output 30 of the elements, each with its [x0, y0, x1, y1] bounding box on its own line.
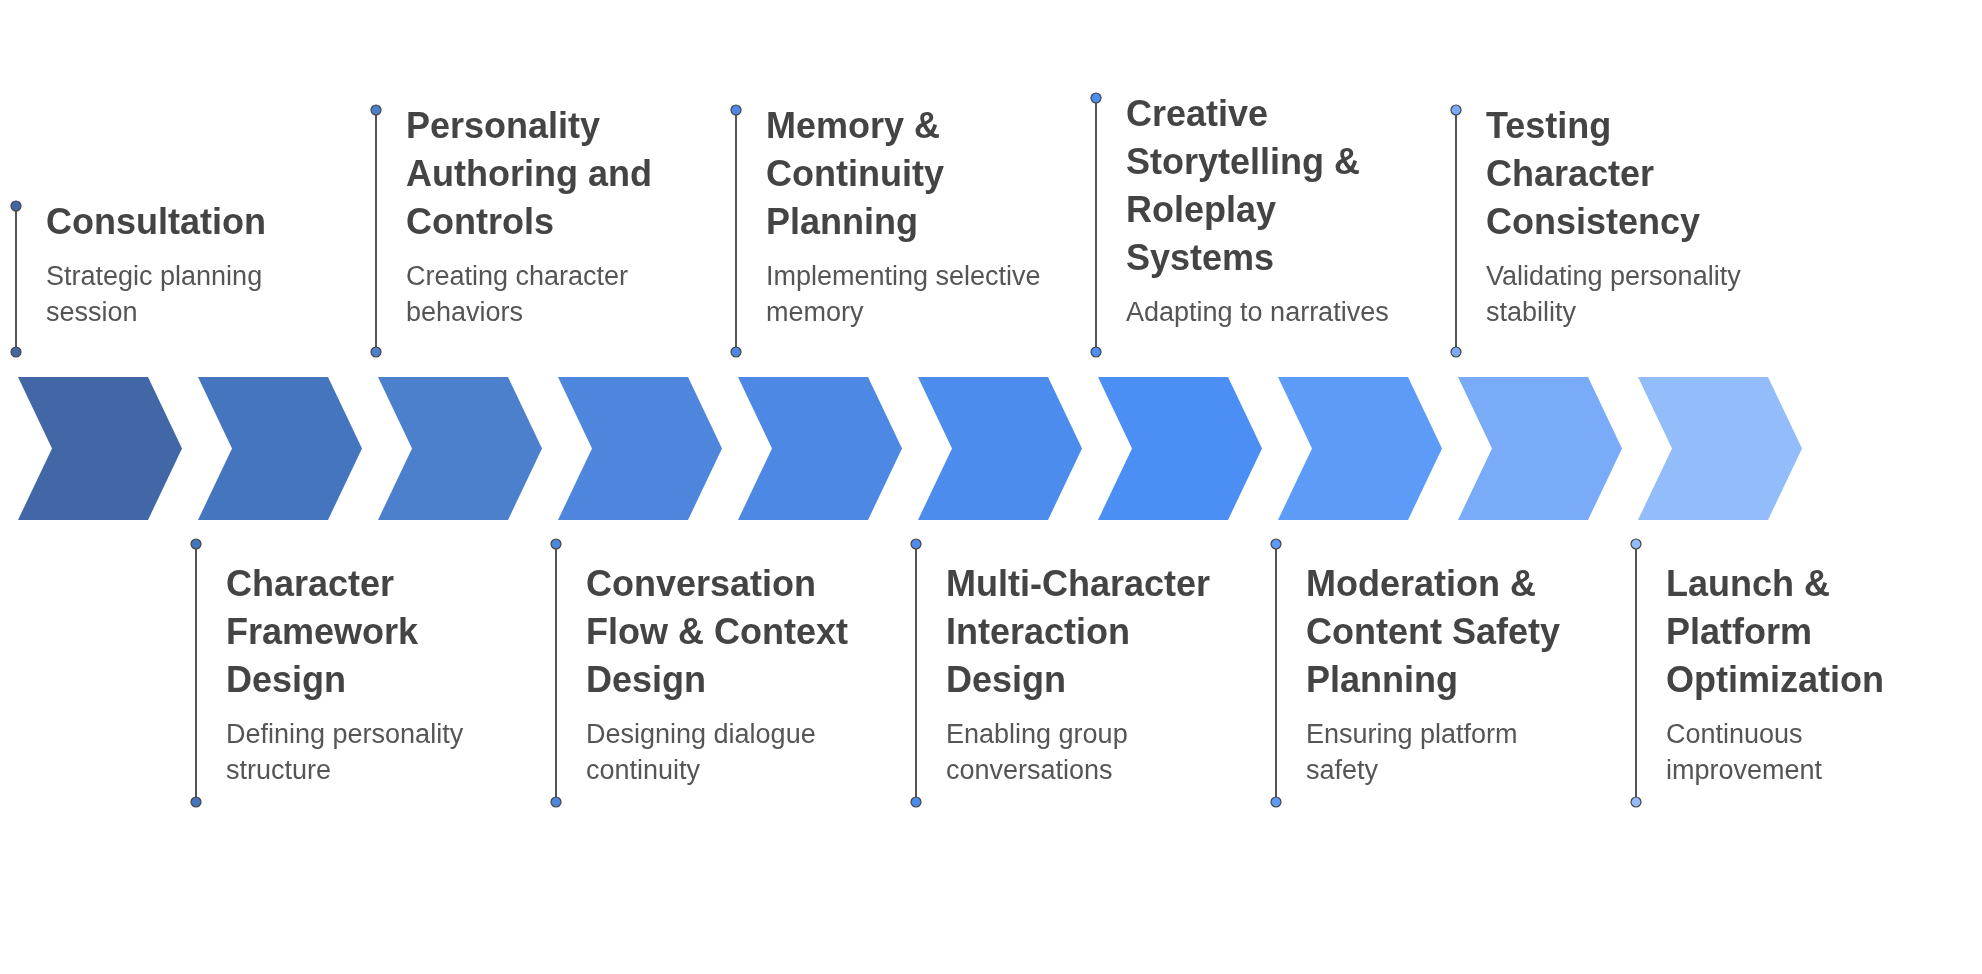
step-description: Adapting to narratives: [1126, 296, 1390, 329]
step-heading: Conversation Flow & Context Design: [586, 562, 849, 702]
process-step-shape: [198, 377, 362, 520]
step-description: Designing dialogue continuity: [586, 718, 817, 787]
process-step-shape: [918, 377, 1082, 520]
process-step-shape: [1278, 377, 1442, 520]
step-heading: Launch & Platform Optimization: [1666, 562, 1885, 702]
process-step-shape: [1098, 377, 1262, 520]
process-step-shape: [18, 377, 182, 520]
process-step-shape: [738, 377, 902, 520]
step-heading: Creative Storytelling & Roleplay Systems: [1126, 92, 1362, 280]
step-description: Implementing selective memory: [766, 260, 1042, 329]
step-description: Continuous improvement: [1666, 718, 1824, 787]
step-heading: Multi-Character Interaction Design: [946, 562, 1212, 702]
process-step-shape: [558, 377, 722, 520]
step-heading: Personality Authoring and Controls: [406, 104, 653, 244]
step-heading: Consultation: [46, 200, 267, 244]
step-description: Creating character behaviors: [406, 260, 630, 329]
process-step-shape: [378, 377, 542, 520]
step-heading: Character Framework Design: [226, 562, 420, 702]
step-heading: Moderation & Content Safety Planning: [1306, 562, 1562, 702]
process-step-shape: [1638, 377, 1802, 520]
step-description: Enabling group conversations: [946, 718, 1129, 787]
step-description: Strategic planning session: [46, 260, 264, 329]
step-description: Defining personality structure: [226, 718, 465, 787]
process-step-shape: [1458, 377, 1622, 520]
step-heading: Testing Character Consistency: [1486, 104, 1702, 244]
step-description: Ensuring platform safety: [1306, 718, 1519, 787]
step-description: Validating personality stability: [1486, 260, 1742, 329]
step-heading: Memory & Continuity Planning: [766, 104, 945, 244]
